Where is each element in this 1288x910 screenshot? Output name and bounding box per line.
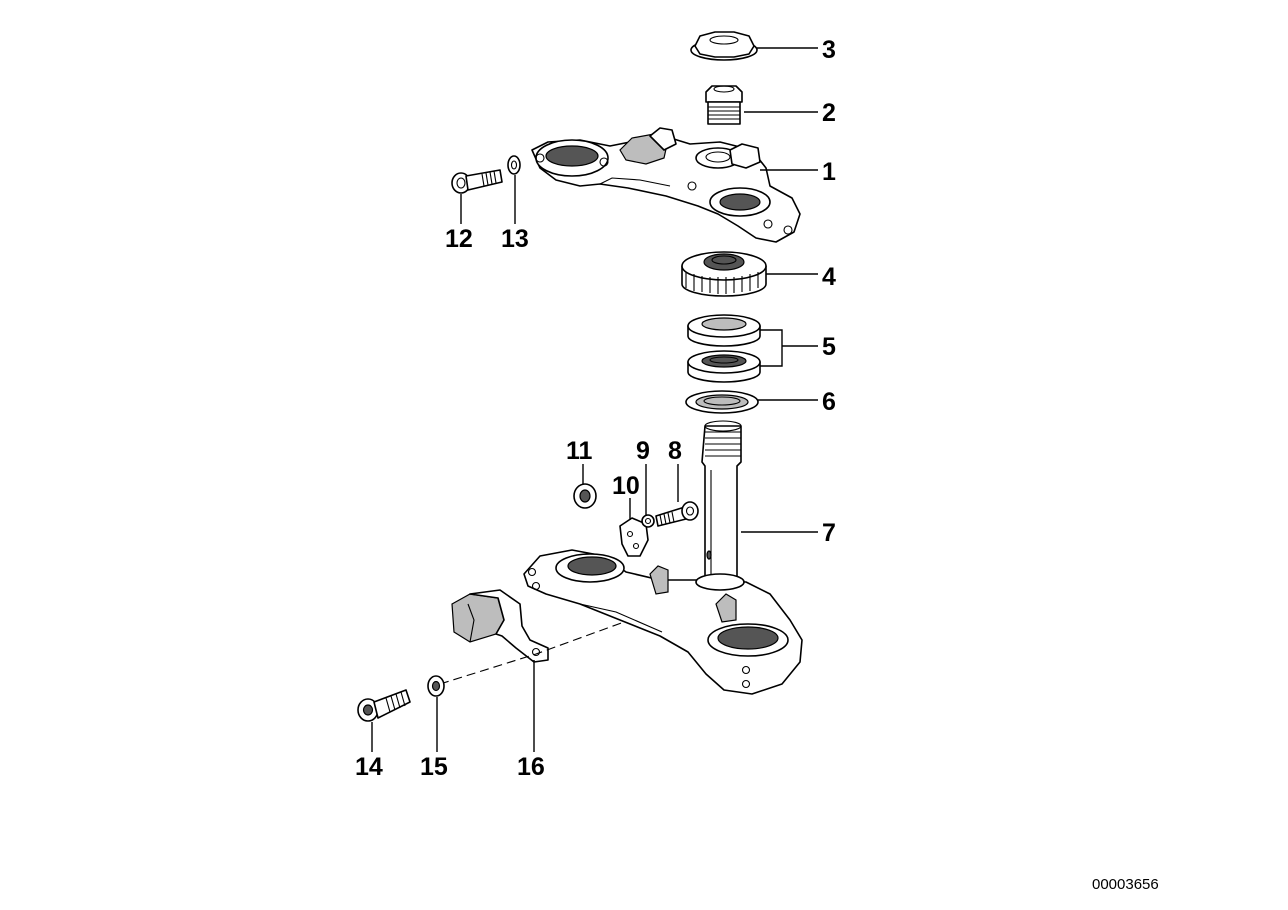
part-14-bolt: [357, 689, 411, 722]
callout-14: 14: [355, 753, 383, 781]
part-7-steering-stem: [701, 420, 742, 581]
callout-5: 5: [822, 333, 836, 361]
callout-6: 6: [822, 388, 836, 416]
callout-9: 9: [636, 437, 650, 465]
callout-7: 7: [822, 519, 836, 547]
callout-11: 11: [566, 437, 593, 465]
part-1-upper-fork-bridge: [531, 127, 801, 243]
callout-3: 3: [822, 36, 836, 64]
callout-8: 8: [668, 437, 682, 465]
part-9-washer: [641, 514, 655, 528]
leader-lines: [371, 47, 818, 752]
callout-2: 2: [822, 99, 836, 127]
part-5-bearing-upper-ring: [687, 314, 761, 347]
part-3-collar-nut: [690, 31, 758, 61]
part-12-bolt: [451, 169, 503, 194]
part-11-spacer: [573, 483, 597, 509]
part-4-adjusting-ring: [681, 251, 767, 297]
callout-13: 13: [501, 225, 529, 253]
callout-15: 15: [420, 753, 448, 781]
callout-10: 10: [612, 472, 640, 500]
callout-12: 12: [445, 225, 473, 253]
callout-labels: 3 2 1 4 5 6 7 8 9 10 11 12 13 14 15 16: [355, 36, 836, 781]
callout-4: 4: [822, 263, 836, 291]
assembly-line-lower: [439, 621, 625, 685]
callout-1: 1: [822, 158, 836, 186]
diagram-reference-number: 00003656: [1092, 876, 1159, 893]
part-8-bolt: [655, 501, 699, 527]
callout-16: 16: [517, 753, 545, 781]
part-10-bracket: [619, 517, 649, 557]
part-13-washer: [507, 155, 521, 175]
part-15-washer: [427, 675, 445, 697]
part-2-threaded-plug: [705, 85, 743, 125]
lower-fork-bridge: [523, 549, 803, 695]
leader-5: [760, 329, 818, 367]
part-6-seal-ring: [685, 390, 759, 414]
part-16-clamp-bracket: [451, 589, 549, 663]
part-5-bearing-lower-ring: [687, 350, 761, 383]
